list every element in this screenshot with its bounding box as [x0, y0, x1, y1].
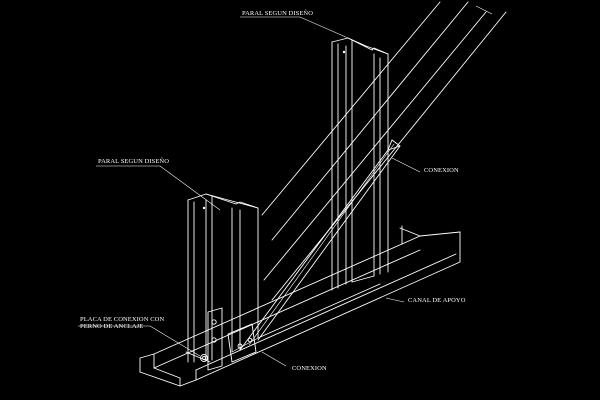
- bottom-track: [139, 225, 461, 387]
- label-paral-left: PARAL SEGUN DISEÑO: [98, 157, 169, 165]
- leader-lines: [78, 16, 421, 367]
- label-paral-top: PARAL SEGUN DISEÑO: [242, 9, 313, 17]
- tall-stud: [331, 37, 389, 291]
- short-stud: [187, 193, 259, 363]
- main-diagonal-brace: [239, 139, 401, 351]
- connection-plate: [185, 307, 257, 371]
- label-placa-line2: PERNO DE ANCLAJE: [80, 323, 143, 330]
- label-canal-apoyo: CANAL DE APOYO: [408, 297, 466, 304]
- label-conexion-right: CONEXION: [424, 167, 459, 174]
- background-diagonal-braces: [261, 1, 507, 301]
- label-placa-line1: PLACA DE CONEXION CON: [80, 316, 164, 323]
- label-conexion-bottom: CONEXION: [292, 365, 327, 372]
